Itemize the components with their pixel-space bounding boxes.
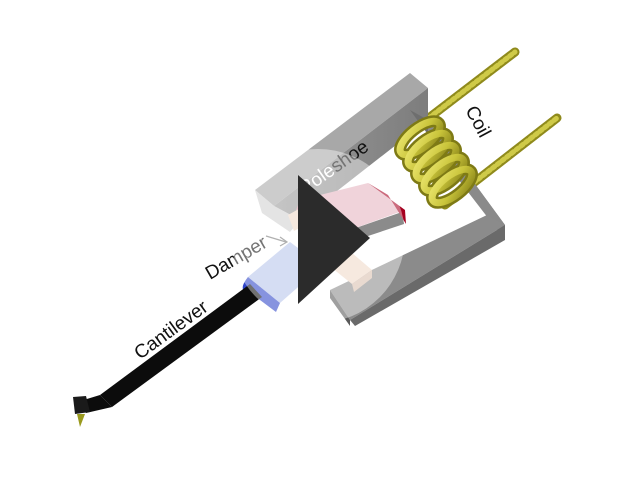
stylus-tip: [77, 414, 85, 427]
cantilever: [73, 284, 262, 414]
coil: [394, 115, 478, 209]
label-coil: Coil: [461, 102, 495, 141]
magnet-body: [255, 73, 505, 326]
play-icon[interactable]: [298, 175, 370, 304]
play-overlay[interactable]: [231, 149, 405, 323]
damper-arrow: [265, 235, 289, 247]
